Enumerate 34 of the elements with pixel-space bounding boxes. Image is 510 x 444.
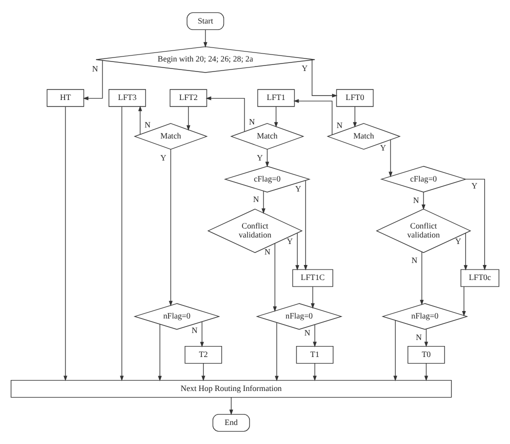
arrow bbox=[272, 243, 277, 312]
arrow bbox=[310, 286, 315, 309]
arrow bbox=[312, 363, 317, 382]
arrow bbox=[206, 96, 245, 132]
arrow bbox=[229, 397, 234, 416]
arrow bbox=[464, 232, 468, 271]
arrow bbox=[295, 232, 300, 271]
arrow bbox=[201, 363, 206, 382]
arrow bbox=[265, 149, 270, 168]
arrow bbox=[204, 29, 208, 48]
arrow bbox=[304, 180, 308, 270]
arrow bbox=[465, 178, 487, 270]
arrow bbox=[262, 190, 266, 214]
arrow bbox=[312, 60, 338, 98]
arrow bbox=[274, 106, 278, 128]
arrow bbox=[82, 60, 103, 100]
arrow bbox=[158, 324, 162, 382]
arrow bbox=[420, 252, 424, 306]
arrow bbox=[424, 328, 428, 348]
arrow bbox=[393, 320, 398, 382]
arrow bbox=[312, 324, 317, 348]
arrow bbox=[352, 106, 357, 128]
arrow bbox=[168, 149, 173, 306]
arrow bbox=[200, 321, 204, 348]
arrow bbox=[424, 363, 428, 382]
arrow bbox=[388, 139, 392, 178]
arrow bbox=[293, 99, 332, 136]
arrow bbox=[422, 192, 426, 210]
arrow bbox=[64, 106, 68, 382]
arrow bbox=[186, 106, 190, 131]
arrow bbox=[138, 106, 142, 135]
arrow bbox=[274, 322, 279, 382]
arrow bbox=[462, 286, 466, 316]
arrow bbox=[120, 106, 124, 382]
